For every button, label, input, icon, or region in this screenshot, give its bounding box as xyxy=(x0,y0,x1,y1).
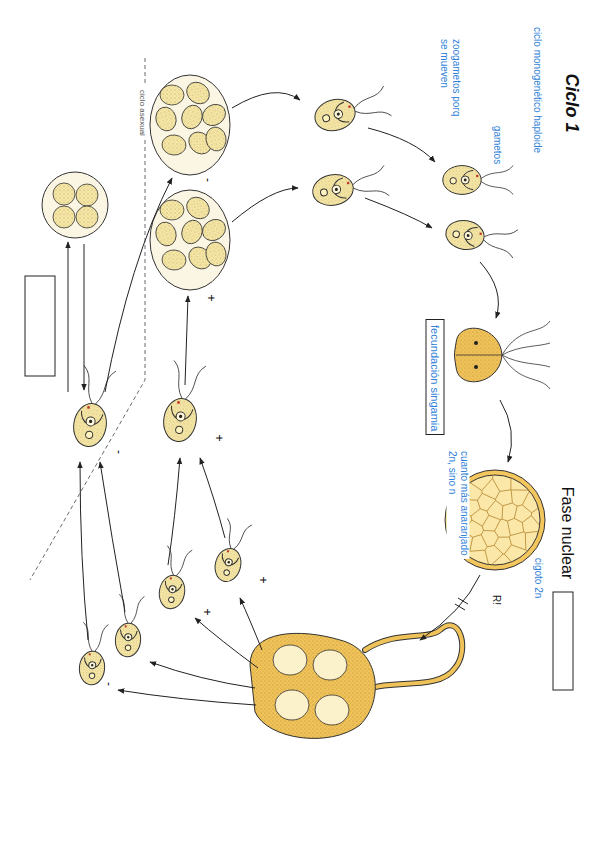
cycle-arrow xyxy=(232,93,300,108)
fusing-gametes xyxy=(455,321,551,389)
mating-sign: + xyxy=(255,576,269,583)
cycle-arrow xyxy=(480,262,498,318)
sporangium xyxy=(150,190,230,290)
note: gametos xyxy=(491,126,503,164)
cycle-arrow xyxy=(80,462,88,640)
cycle-arrow xyxy=(118,690,256,705)
cell xyxy=(160,360,206,444)
title: Ciclo 1 xyxy=(562,73,583,132)
cycle-arrow xyxy=(368,128,435,162)
note: cuanto más anaranjado 2n, sino n xyxy=(447,451,470,559)
empty-box xyxy=(553,592,573,690)
region-label: ciclo asexual xyxy=(137,90,146,136)
cycle-divider xyxy=(30,58,145,580)
cycle-arrow xyxy=(500,400,512,462)
cycle-arrow xyxy=(100,462,125,612)
cycle-arrow xyxy=(240,598,262,650)
box-text: fecundación singamia xyxy=(428,325,441,429)
cycle-arrow xyxy=(68,242,69,392)
mating-sign: + xyxy=(199,608,213,615)
meiosis-mark xyxy=(455,598,468,610)
cycle-arrow xyxy=(105,178,172,392)
meiosis-label: R! xyxy=(490,595,502,605)
cycle-arrow xyxy=(84,244,85,390)
mating-sign: - xyxy=(101,682,115,686)
aplanospore-cyst xyxy=(42,172,108,238)
cycle-arrow xyxy=(420,575,480,640)
heading: Fase nuclear xyxy=(558,487,576,580)
cell xyxy=(157,546,193,611)
mating-sign: - xyxy=(200,178,214,182)
text-box: fecundación singamia xyxy=(426,319,445,435)
cycle-arrow xyxy=(200,458,225,538)
cycle-arrow xyxy=(195,618,258,668)
sporangium xyxy=(150,75,230,175)
cycle-arrow xyxy=(185,296,188,385)
cycle-arrow xyxy=(365,198,432,228)
mating-sign: + xyxy=(211,434,225,441)
mating-sign: + xyxy=(203,294,217,301)
cell xyxy=(78,622,108,686)
cell xyxy=(311,86,391,135)
cell xyxy=(114,594,144,658)
note: cigoto 2n xyxy=(532,558,544,599)
cell xyxy=(444,217,518,258)
note: zoogametos porq se mueven xyxy=(439,39,462,117)
cycle-arrow xyxy=(150,662,255,688)
note: ciclo monogenético haploide xyxy=(531,27,543,153)
mating-sign: - xyxy=(111,450,125,454)
cell xyxy=(310,165,389,208)
cell xyxy=(443,166,513,195)
cycle-arrow xyxy=(232,188,298,222)
cell xyxy=(70,365,116,449)
empty-box xyxy=(25,276,55,376)
cell xyxy=(211,518,251,584)
cycle-arrow xyxy=(168,458,180,565)
germinating-zygote xyxy=(250,625,462,738)
